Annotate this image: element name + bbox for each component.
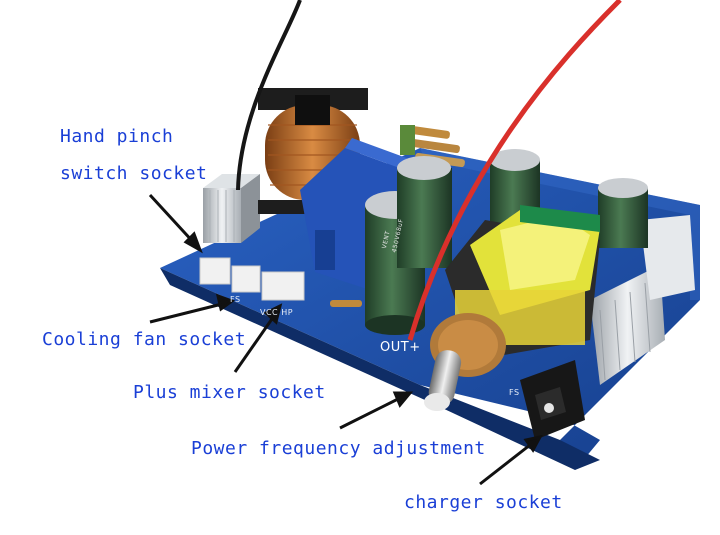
arrows <box>148 193 543 486</box>
black-wire <box>236 0 302 191</box>
label-plus-mixer-socket: Plus mixer socket <box>133 382 326 403</box>
capacitor-middle <box>397 156 452 268</box>
capacitor-right <box>598 178 648 248</box>
label-hand-pinch-line1: Hand pinch <box>60 126 174 147</box>
board-print-fs-left: FS <box>230 295 241 304</box>
board-print-vcc-hp: VCC HP <box>260 308 294 317</box>
label-hand-pinch-line2: switch socket <box>60 163 208 184</box>
dc-jack <box>520 360 585 440</box>
green-module <box>520 205 600 232</box>
heatsink-left <box>203 174 260 243</box>
socket-row <box>199 257 305 301</box>
potentiometer <box>424 313 506 411</box>
label-charger-socket: charger socket <box>404 492 563 513</box>
heatsink-right <box>590 215 695 385</box>
red-wire <box>407 0 622 341</box>
board-print-out-plus: OUT+ <box>380 340 421 355</box>
label-cooling-fan-socket: Cooling fan socket <box>42 329 247 350</box>
board-print-fs-right: FS <box>509 388 520 397</box>
label-power-frequency-adjustment: Power frequency adjustment <box>191 438 486 459</box>
